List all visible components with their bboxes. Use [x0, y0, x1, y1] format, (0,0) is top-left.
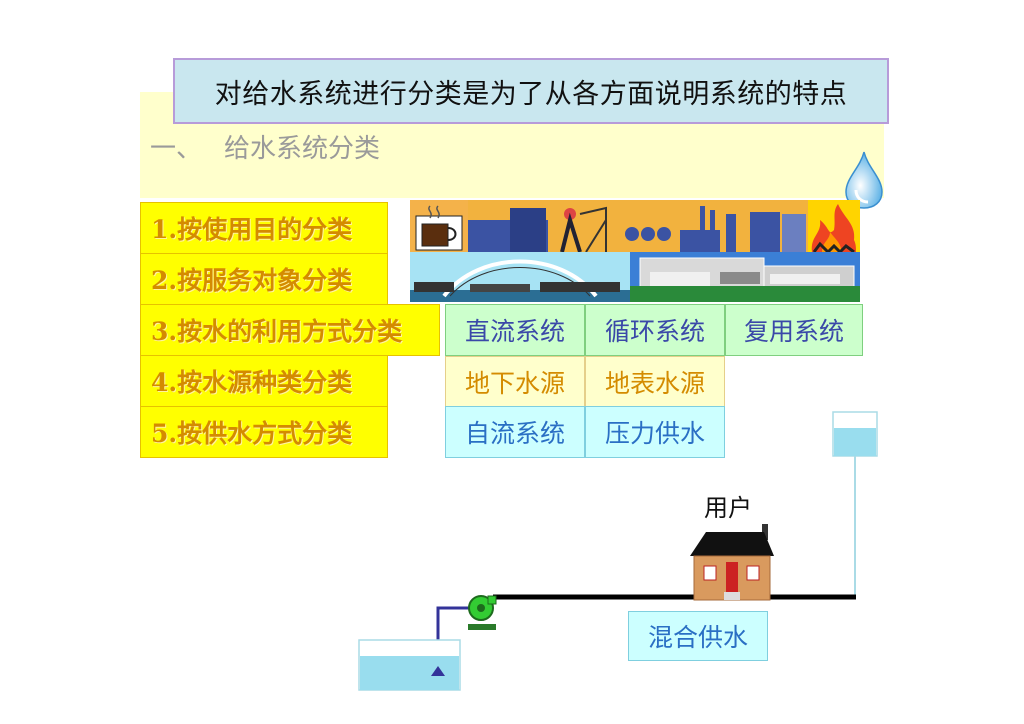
ground-water-tank-icon	[358, 639, 461, 691]
classification-item-5[interactable]: 5.按供水方式分类	[140, 406, 388, 458]
classification-item-2[interactable]: 2.按服务对象分类	[140, 253, 388, 305]
category-gravity-flow[interactable]: 自流系统	[445, 406, 585, 458]
category-surface-water[interactable]: 地表水源	[585, 356, 725, 408]
classification-item-1[interactable]: 1.按使用目的分类	[140, 202, 388, 254]
usage-purpose-illustration	[410, 200, 860, 252]
category-circulation[interactable]: 循环系统	[585, 304, 725, 356]
water-drop-icon	[845, 151, 883, 209]
page-title: 对给水系统进行分类是为了从各方面说明系统的特点	[173, 58, 889, 124]
section-number: 一、	[150, 134, 203, 164]
classification-item-3[interactable]: 3.按水的利用方式分类	[140, 304, 440, 356]
house-icon	[690, 524, 774, 601]
mixed-supply-label[interactable]: 混合供水	[628, 611, 768, 661]
coffee-cup-icon	[415, 205, 463, 251]
category-reuse[interactable]: 复用系统	[725, 304, 863, 356]
elevated-water-tank-icon	[832, 411, 878, 598]
category-pressure-supply[interactable]: 压力供水	[585, 406, 725, 458]
surveyor-icon	[560, 206, 607, 252]
category-direct-flow[interactable]: 直流系统	[445, 304, 585, 356]
classification-item-4[interactable]: 4.按水源种类分类	[140, 355, 388, 407]
pump-icon	[468, 595, 497, 630]
category-groundwater[interactable]: 地下水源	[445, 356, 585, 408]
suction-pipe	[436, 606, 478, 673]
fire-icon	[811, 204, 856, 252]
section-title: 给水系统分类	[224, 134, 381, 164]
service-objects-illustration	[410, 252, 860, 302]
user-label: 用户	[704, 494, 752, 522]
section-heading: 一、给水系统分类	[150, 128, 380, 165]
